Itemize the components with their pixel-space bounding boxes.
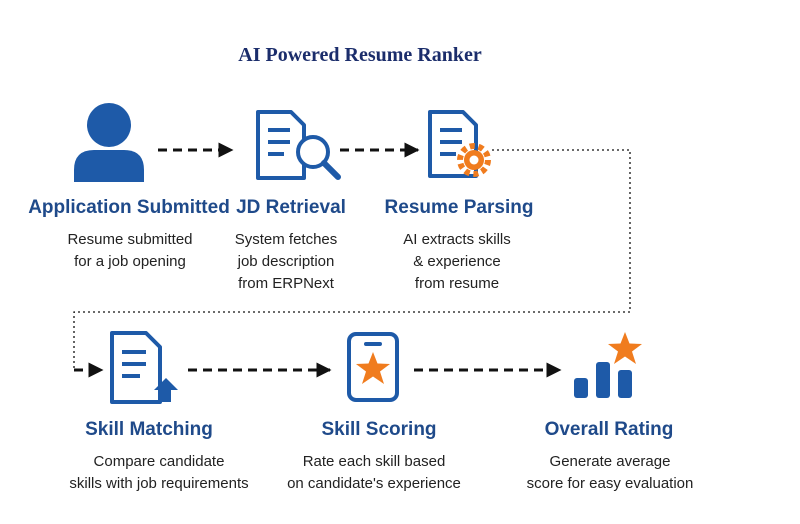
step-heading-skill-scoring: Skill Scoring [321, 419, 437, 440]
connector-step3-step4 [73, 149, 631, 370]
step-heading-application-submitted: Application Submitted [28, 197, 230, 218]
description-line: Compare candidate [93, 453, 225, 470]
step-description-skill-scoring: Rate each skill based on candidate's exp… [254, 451, 494, 495]
description-line: System fetches [234, 231, 338, 248]
description-line: from ERPNext [238, 275, 334, 292]
step-heading-overall-rating: Overall Rating [544, 419, 674, 440]
step-heading-skill-matching: Skill Matching [85, 419, 213, 440]
description-line: AI extracts skills [403, 231, 511, 248]
description-line: & experience [413, 253, 501, 270]
description-line: score for easy evaluation [526, 475, 694, 492]
step-heading-resume-parsing: Resume Parsing [384, 197, 534, 218]
step-description-application-submitted: Resume submitted for a job opening [20, 229, 240, 273]
description-line: Rate each skill based [302, 453, 446, 470]
step-heading-jd-retrieval: JD Retrieval [236, 197, 346, 218]
description-line: skills with job requirements [69, 475, 249, 492]
step-description-overall-rating: Generate average score for easy evaluati… [490, 451, 730, 495]
step-description-resume-parsing: AI extracts skills & experience from res… [367, 229, 547, 295]
description-line: Generate average [549, 453, 671, 470]
description-line: Resume submitted [67, 231, 193, 248]
description-line: job description [237, 253, 335, 270]
diagram-title: AI Powered Resume Ranker [238, 44, 482, 66]
step-description-jd-retrieval: System fetches job description from ERPN… [196, 229, 376, 295]
description-line: for a job opening [74, 253, 186, 270]
description-line: on candidate's experience [287, 475, 461, 492]
step-description-skill-matching: Compare candidate skills with job requir… [39, 451, 279, 495]
description-line: from resume [414, 275, 500, 292]
